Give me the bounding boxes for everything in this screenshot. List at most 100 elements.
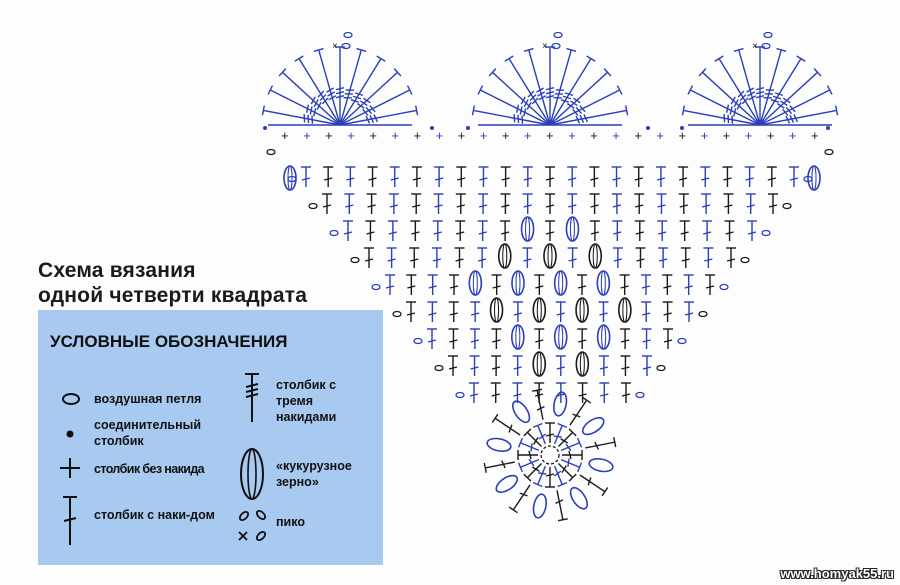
fan-stitch — [488, 68, 551, 126]
single-crochet-mark: + — [458, 128, 466, 143]
double-crochet-mark — [406, 301, 416, 322]
double-crochet-mark — [500, 166, 511, 187]
popcorn-mark — [596, 270, 611, 296]
popcorn-mark — [532, 351, 547, 377]
picot-mark — [341, 42, 351, 50]
double-crochet-mark — [577, 382, 588, 403]
fan-stitch — [681, 105, 761, 126]
popcorn-mark — [515, 270, 521, 296]
popcorn-icon — [240, 448, 264, 500]
single-crochet-mark: + — [325, 128, 333, 143]
popcorn-mark — [558, 270, 564, 296]
double-crochet-mark — [455, 220, 466, 241]
single-crochet-mark: + — [590, 128, 598, 143]
double-crochet-mark — [478, 193, 489, 214]
double-crochet-mark — [679, 220, 690, 241]
round-stitch — [532, 465, 547, 488]
double-crochet-icon — [63, 496, 77, 545]
double-crochet-mark — [599, 382, 610, 403]
fan-stitch — [339, 68, 402, 126]
double-crochet-mark — [389, 166, 400, 187]
popcorn-mark — [486, 437, 512, 452]
single-crochet-mark: + — [656, 128, 664, 143]
popcorn-mark — [525, 216, 531, 242]
double-crochet-mark — [491, 355, 502, 376]
popcorn-mark — [622, 297, 628, 323]
double-crochet-mark — [766, 166, 777, 187]
fan-stitch — [755, 46, 765, 125]
double-crochet-mark — [406, 274, 417, 295]
popcorn-mark — [581, 416, 605, 436]
double-crochet-mark — [410, 220, 421, 241]
single-crochet-icon — [60, 458, 80, 478]
single-crochet-mark: + — [811, 128, 819, 143]
popcorn-mark — [511, 324, 525, 350]
single-crochet-mark: + — [281, 128, 289, 143]
slip-stitch-mark — [826, 126, 830, 130]
double-crochet-mark — [431, 247, 442, 268]
fan-stitch — [759, 68, 822, 126]
round-stitch — [553, 465, 568, 488]
double-crochet-mark — [500, 193, 511, 214]
double-crochet-mark — [663, 328, 673, 349]
chain-stitch-icon — [62, 393, 80, 405]
double-crochet-mark — [656, 193, 667, 214]
popcorn-mark — [489, 297, 504, 323]
chain-mark — [329, 229, 339, 237]
fan-stitch — [549, 68, 612, 126]
double-crochet-mark — [567, 166, 578, 187]
fan-stitch — [549, 55, 596, 126]
slip-stitch-mark — [680, 126, 684, 130]
single-crochet-mark: + — [480, 128, 488, 143]
single-crochet-mark: + — [502, 128, 510, 143]
popcorn-mark — [494, 297, 500, 323]
round-stitch — [560, 458, 583, 473]
fan-stitch — [687, 85, 761, 126]
legend-label-slip: соединительный столбик — [94, 418, 202, 448]
fan-stitch — [339, 85, 413, 126]
double-crochet-mark — [500, 220, 511, 241]
single-crochet-mark: + — [634, 128, 642, 143]
double-crochet-mark — [477, 247, 488, 268]
double-crochet-mark — [619, 274, 630, 295]
double-crochet-mark — [641, 328, 652, 349]
double-crochet-mark — [567, 247, 578, 268]
chain-mark — [413, 337, 423, 345]
double-crochet-mark — [387, 220, 398, 241]
round-stitch — [557, 428, 577, 448]
double-crochet-mark — [658, 247, 669, 268]
double-crochet-mark — [386, 247, 397, 268]
diagram-title: Схема вязания одной четверти квадрата — [38, 258, 307, 308]
double-crochet-mark — [684, 301, 694, 322]
fan-stitch — [759, 55, 806, 126]
chain-mark — [434, 364, 444, 372]
title-line-1: Схема вязания — [38, 259, 196, 282]
popcorn-mark — [472, 270, 478, 296]
double-crochet-mark — [577, 328, 588, 349]
round-stitch — [523, 462, 543, 482]
double-crochet-mark — [345, 166, 356, 187]
popcorn-mark — [618, 297, 632, 323]
legend-label-picot: пико — [276, 515, 305, 529]
double-crochet-mark — [635, 247, 646, 268]
double-crochet-mark — [612, 247, 623, 268]
round-stitch — [553, 422, 568, 445]
round-stitch — [532, 422, 547, 445]
fan-stitch — [545, 46, 555, 125]
single-crochet-mark: + — [524, 128, 532, 143]
fan-stitch — [523, 47, 551, 126]
double-crochet-mark — [469, 355, 480, 376]
popcorn-mark — [596, 324, 611, 350]
double-crochet-mark — [567, 193, 578, 214]
chain-mark — [782, 202, 792, 210]
double-crochet-mark — [662, 301, 673, 322]
popcorn-mark — [579, 297, 585, 323]
fan-stitch — [261, 105, 341, 126]
popcorn-mark — [579, 351, 585, 377]
popcorn-mark — [553, 270, 568, 296]
double-crochet-mark — [577, 274, 587, 295]
popcorn-mark — [600, 270, 606, 296]
double-crochet-mark — [789, 166, 799, 187]
double-crochet-mark — [745, 193, 756, 214]
